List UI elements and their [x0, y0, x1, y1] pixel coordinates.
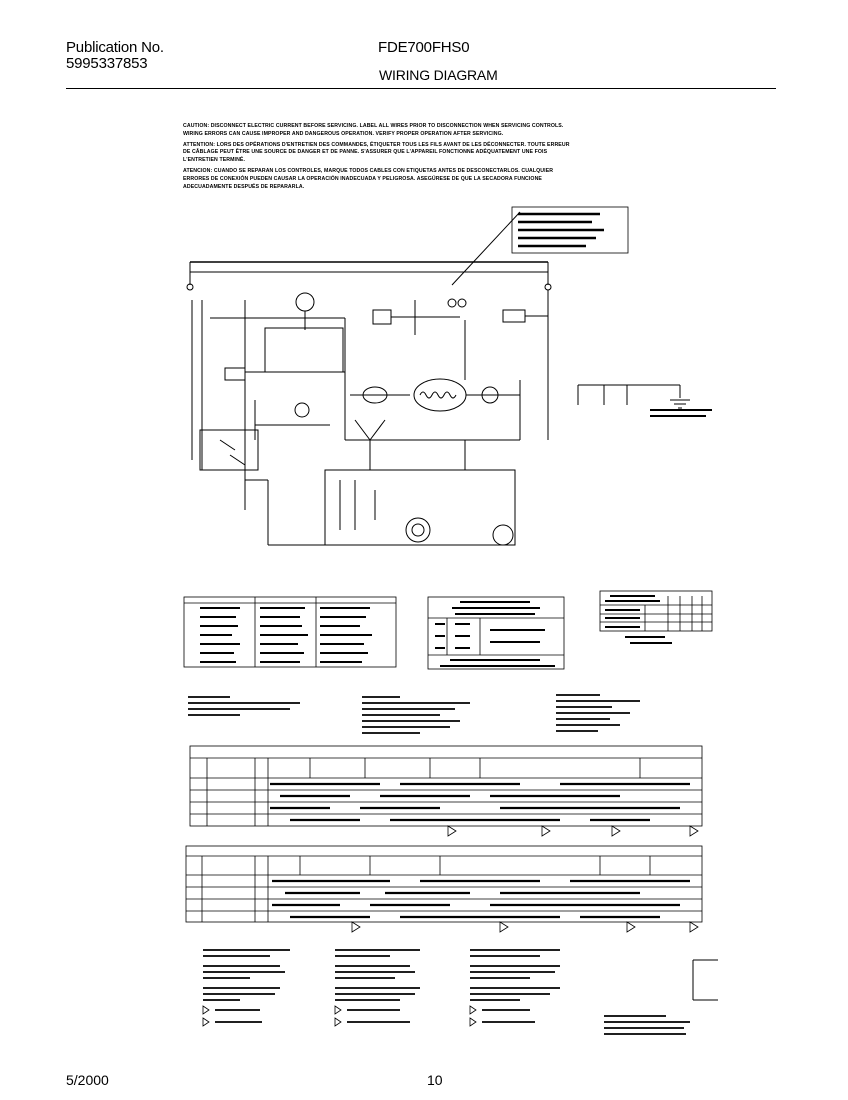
- page-title: WIRING DIAGRAM: [379, 67, 498, 83]
- caution-french: ATTENTION: LORS DES OPÉRATIONS D'ENTRETI…: [183, 141, 570, 164]
- publication-label: Publication No.: [66, 39, 164, 56]
- footer-date: 5/2000: [66, 1072, 109, 1088]
- publication-number: 5995337853: [66, 55, 148, 72]
- page-number: 10: [427, 1072, 443, 1088]
- header-rule: [66, 88, 776, 89]
- caution-spanish: ATENCION: CUANDO SE REPARAN LOS CONTROLE…: [183, 167, 554, 190]
- caution-block: CAUTION: DISCONNECT ELECTRIC CURRENT BEF…: [183, 123, 573, 194]
- model-number: FDE700FHS0: [378, 39, 470, 56]
- caution-english: CAUTION: DISCONNECT ELECTRIC CURRENT BEF…: [183, 123, 564, 137]
